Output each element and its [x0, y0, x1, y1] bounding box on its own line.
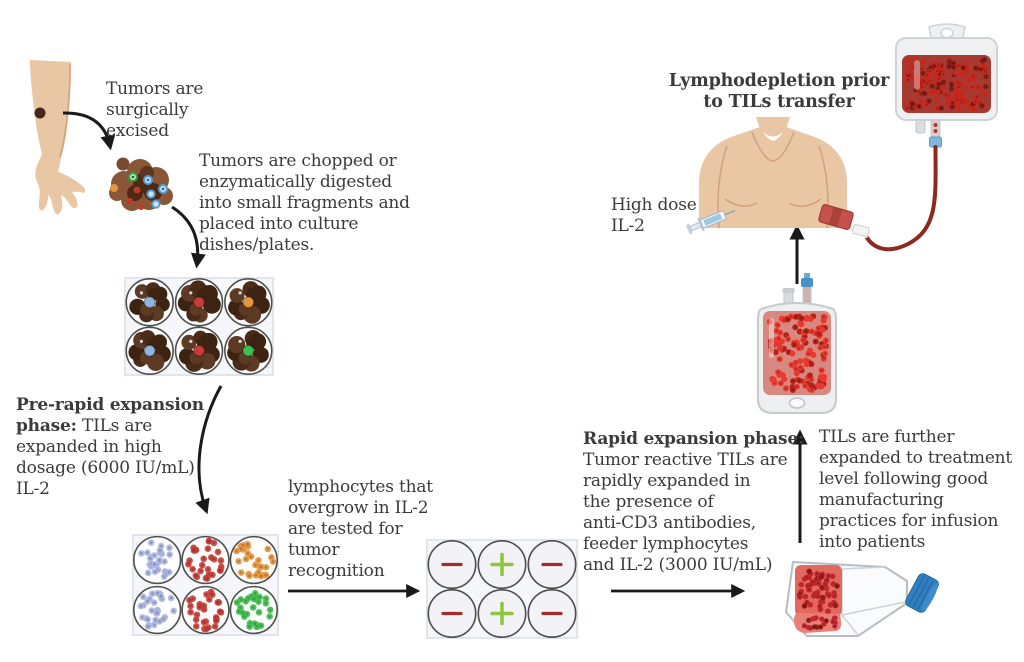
- port-stub-cap: [782, 288, 795, 293]
- port-blue-cap: [801, 278, 813, 287]
- patient-arm-illustration: [30, 60, 86, 215]
- culture-plate-expanded-tils: [132, 534, 279, 636]
- iv-tube: [864, 145, 938, 252]
- bag-highlight: [769, 318, 774, 358]
- arm-shading: [59, 63, 71, 158]
- culture-flask-illustration: [785, 561, 939, 637]
- syringe-icon: [685, 210, 736, 235]
- patient-torso-illustration: [699, 117, 847, 229]
- label-pre-rep-bold: Pre-rapid expansion phase:: [16, 395, 204, 437]
- arrow-to-fragment-plate: [171, 205, 206, 269]
- neck-shape: [756, 117, 790, 137]
- tumor-fragment-illustration: [109, 157, 173, 211]
- tumor-recognition-test-plate: [426, 539, 578, 639]
- label-pre-rep-rest: TILs are expanded in high dosage (6000 I…: [16, 416, 195, 500]
- flask-pool-texture: [801, 615, 838, 631]
- til-cells-in-tumor: [127, 172, 168, 210]
- torso-shape: [699, 127, 847, 228]
- arrow-excision: [62, 111, 116, 151]
- til-cells-texture: [766, 313, 829, 393]
- flask-cap: [905, 573, 939, 613]
- flask-cells-texture: [797, 568, 840, 614]
- label-rapid-expansion: Rapid expansion phase: Tumor reactive TI…: [583, 429, 804, 577]
- label-tumor-recognition-test: lymphocytes that overgrow in IL-2 are te…: [288, 477, 433, 582]
- til-infusion-bag-illustration: [757, 273, 837, 414]
- label-tumors-excised: Tumors are surgically excised: [106, 79, 204, 142]
- tumor-spot: [34, 107, 46, 119]
- port-blue-tip: [804, 273, 810, 278]
- culture-plate-fragments: [124, 277, 274, 376]
- label-rep-bold: Rapid expansion phase:: [583, 429, 805, 449]
- port-blood-dot: [933, 123, 938, 127]
- label-lymphodepletion: Lymphodepletion prior to TILs transfer: [668, 71, 890, 112]
- label-rep-rest: Tumor reactive TILs are rapidly expanded…: [583, 450, 788, 576]
- label-high-dose-il2: High dose IL-2: [611, 195, 697, 237]
- label-pre-rapid-expansion: Pre-rapid expansion phase: TILs are expa…: [16, 395, 204, 500]
- label-tumors-chopped: Tumors are chopped or enzymatically dige…: [199, 151, 410, 256]
- bag-port-left: [915, 119, 926, 134]
- hanger-hole: [940, 27, 954, 39]
- flow-arrows: [62, 111, 808, 598]
- tube-connector: [851, 224, 870, 237]
- label-tils-further-expanded: TILs are further expanded to treatment l…: [819, 427, 1013, 553]
- arm-shape: [30, 60, 86, 215]
- port-blood-dot: [933, 129, 938, 133]
- arm-cuff: [818, 204, 854, 230]
- bag-port-right: [930, 119, 941, 138]
- blood-bag-illustration: [818, 23, 998, 252]
- bag-highlight: [914, 60, 920, 90]
- arrow-pre-rep: [195, 385, 223, 515]
- orange-cell: [110, 184, 118, 192]
- blood-cells-texture: [904, 57, 989, 111]
- bag-bottom-hole: [788, 397, 806, 409]
